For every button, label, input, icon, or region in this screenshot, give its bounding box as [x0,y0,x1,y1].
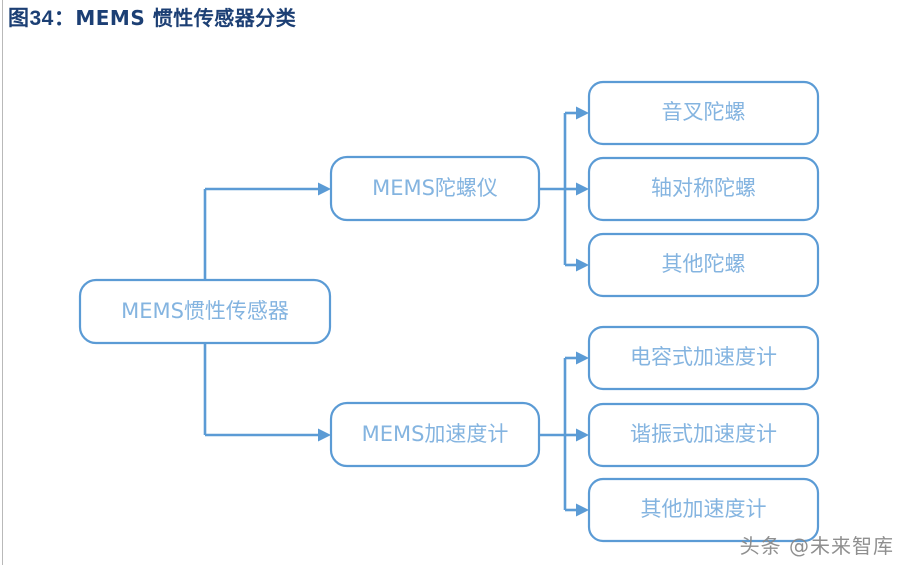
left-margin-rule [2,0,3,565]
node-root[interactable]: MEMS惯性传感器 [78,278,332,345]
diagram-canvas: MEMS惯性传感器 MEMS陀螺仪 音叉陀螺 [0,44,904,565]
figure-title: 图34：MEMS 惯性传感器分类 [8,6,296,31]
arrow-head-root-to-gyroscope [318,182,331,196]
node-capacitive-accelerometer[interactable]: 电容式加速度计 [587,325,820,391]
figure-number: 图34： [8,7,76,30]
node-tuning-fork-gyro[interactable]: 音叉陀螺 [587,80,820,146]
node-axisymmetric-gyro-label: 轴对称陀螺 [651,176,756,200]
node-other-accelerometer[interactable]: 其他加速度计 [587,477,820,543]
node-other-gyro-box[interactable] [587,232,820,298]
watermark: 头条 @未来智库 [739,534,894,558]
connector-group-accelerometer [539,351,589,517]
node-resonant-accelerometer-label: 谐振式加速度计 [630,422,777,446]
arrow-head-accelerometer-to-child-2 [576,503,589,517]
node-other-accelerometer-label: 其他加速度计 [641,497,767,521]
node-root-label: MEMS惯性传感器 [121,299,289,323]
node-axisymmetric-gyro-box[interactable] [587,156,820,222]
node-tuning-fork-gyro-box[interactable] [587,80,820,146]
node-resonant-accelerometer[interactable]: 谐振式加速度计 [587,402,820,468]
node-other-accelerometer-box[interactable] [587,477,820,543]
node-accelerometer[interactable]: MEMS加速度计 [329,401,541,468]
node-capacitive-accelerometer-box[interactable] [587,325,820,391]
node-capacitive-accelerometer-label: 电容式加速度计 [630,345,777,369]
node-tuning-fork-gyro-label: 音叉陀螺 [662,100,746,124]
node-root-box[interactable] [78,278,332,345]
arrow-head-gyroscope-to-child-2 [576,258,589,272]
arrow-head-accelerometer-to-child-1 [576,428,589,442]
node-resonant-accelerometer-box[interactable] [587,402,820,468]
connector-group-gyroscope [539,106,589,272]
arrow-head-accelerometer-to-child-0 [576,351,589,365]
node-gyroscope[interactable]: MEMS陀螺仪 [329,155,541,222]
arrow-head-gyroscope-to-child-1 [576,182,589,196]
node-accelerometer-label: MEMS加速度计 [362,422,509,446]
node-other-gyro[interactable]: 其他陀螺 [587,232,820,298]
arrow-head-gyroscope-to-child-0 [576,106,589,120]
arrow-head-root-to-accelerometer [318,428,331,442]
node-other-gyro-label: 其他陀螺 [662,252,746,276]
figure-title-text: MEMS 惯性传感器分类 [75,6,297,30]
node-gyroscope-label: MEMS陀螺仪 [372,176,498,200]
node-axisymmetric-gyro[interactable]: 轴对称陀螺 [587,156,820,222]
